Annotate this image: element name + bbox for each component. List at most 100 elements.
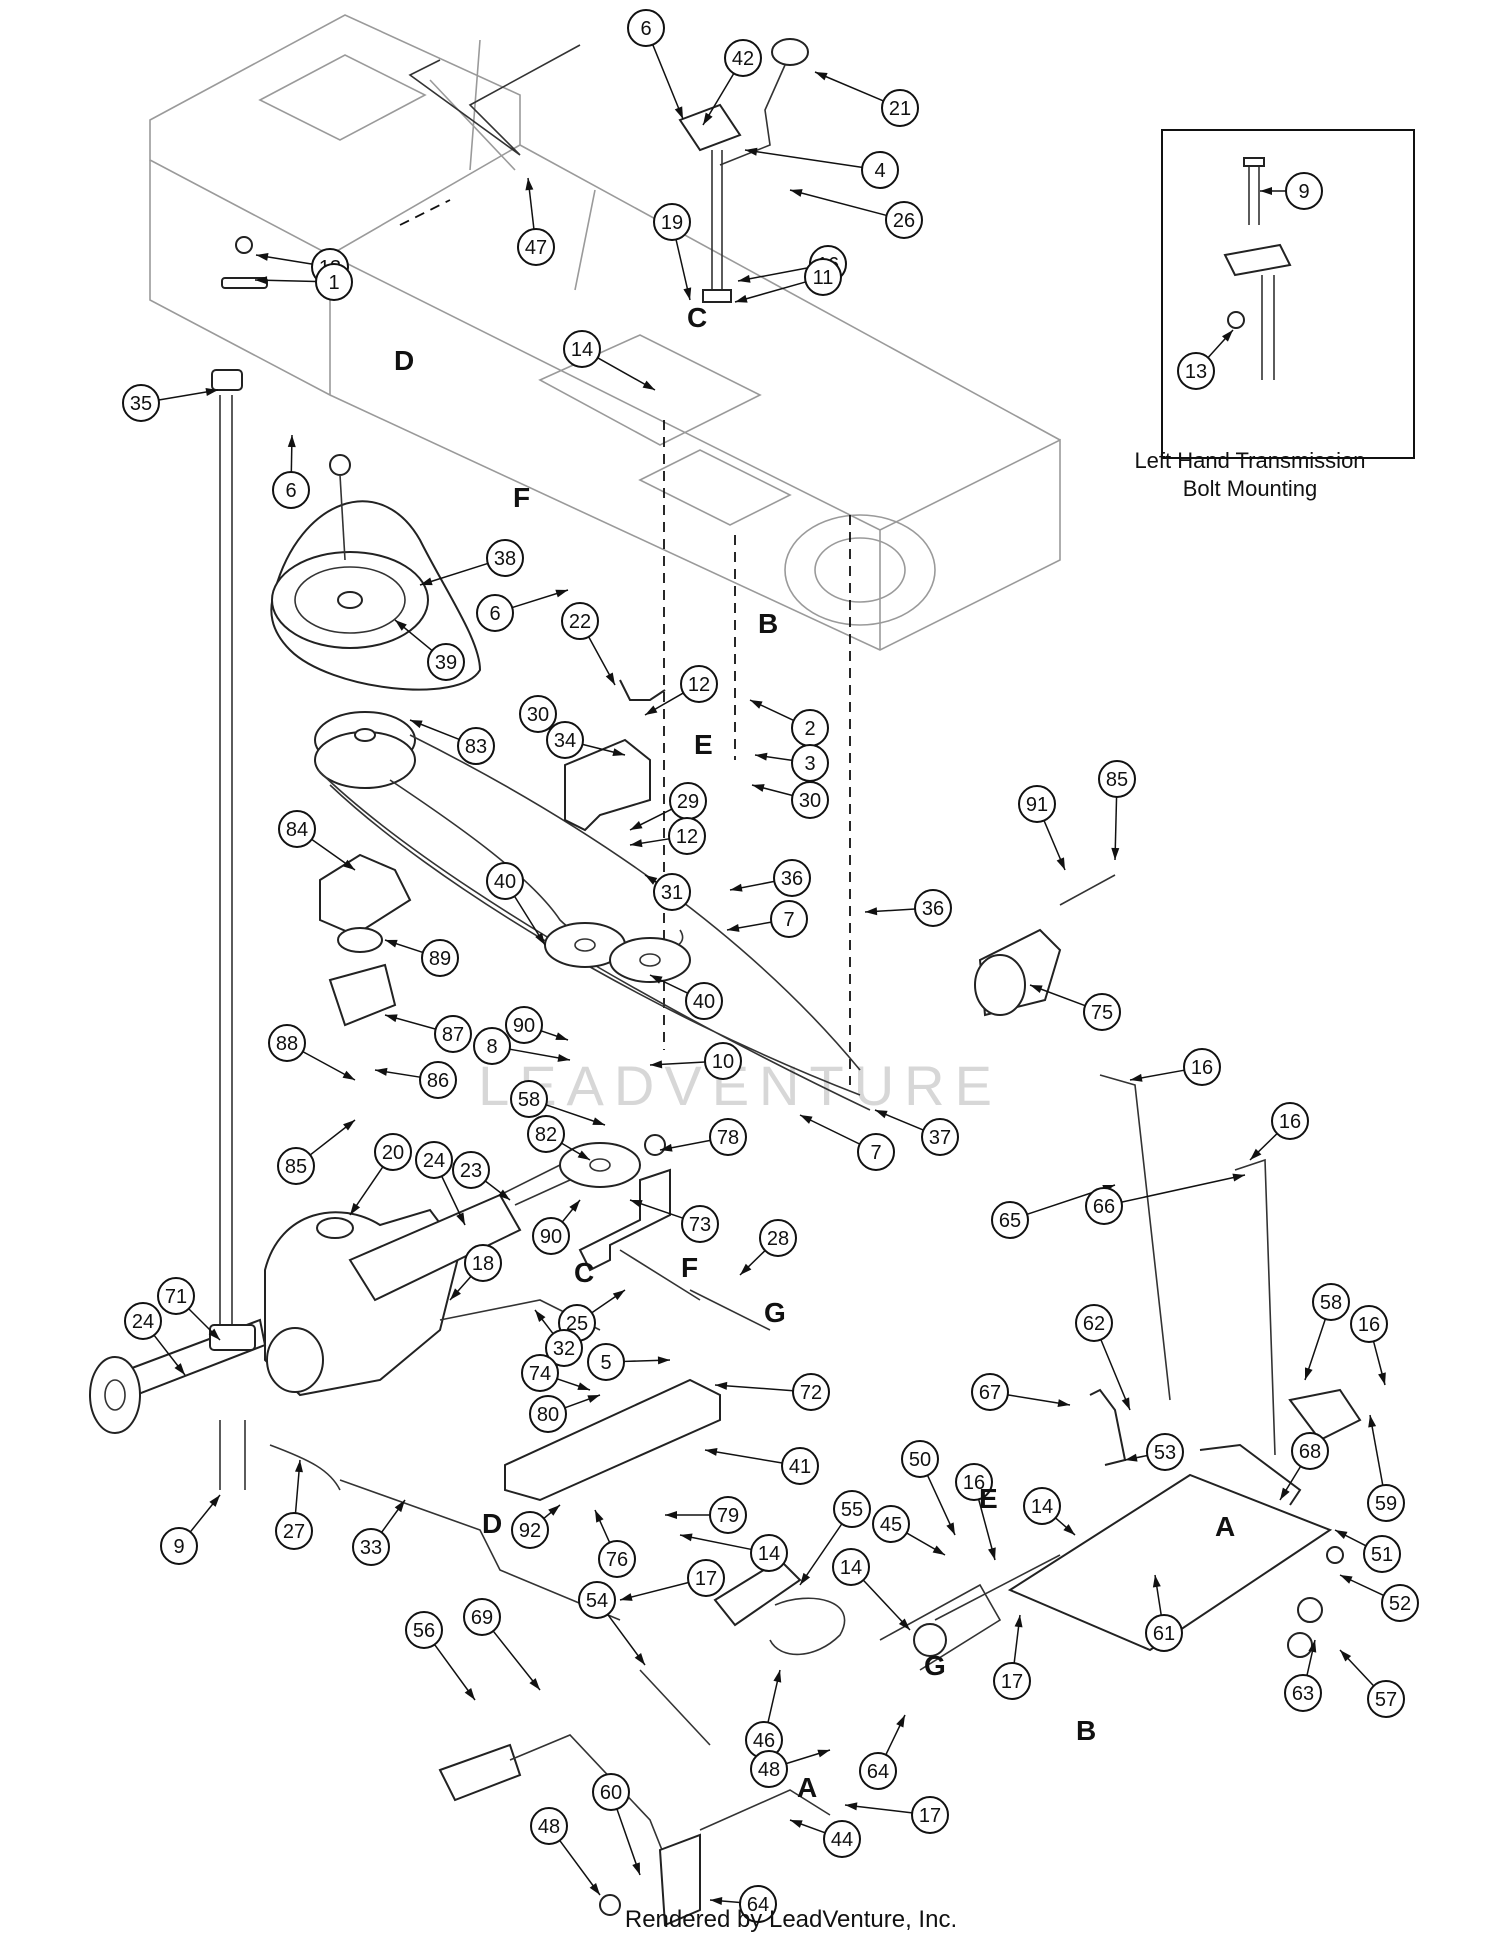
leader-arrowhead (464, 1687, 475, 1700)
frame-top-panel (149, 14, 521, 256)
callout-ring (1145, 1614, 1183, 1652)
callout-ring (519, 695, 557, 733)
callout-number: 72 (800, 1382, 822, 1404)
leader-arrowhead (557, 1053, 570, 1062)
spring-25 (619, 1249, 701, 1301)
callout-17: 17 (993, 1662, 1031, 1700)
leader-line (799, 1523, 843, 1586)
leader-arrowhead (577, 1150, 590, 1160)
callout-42: 42 (724, 39, 762, 77)
reference-letter-f: F (681, 1252, 698, 1283)
callout-2: 2 (791, 709, 829, 747)
callout-ring (914, 889, 952, 927)
leader-arrowhead (589, 1882, 600, 1895)
callout-18: 18 (464, 1244, 502, 1282)
callout-number: 34 (554, 730, 576, 752)
callout-88: 88 (268, 1024, 306, 1062)
callout-16: 16 (1350, 1305, 1388, 1343)
leader-arrowhead (715, 1381, 728, 1390)
callout-ring (653, 873, 691, 911)
callout-ring (687, 1559, 725, 1597)
hub-bolt (1059, 874, 1116, 906)
callout-ring (463, 1598, 501, 1636)
nut-52 (1297, 1597, 1323, 1623)
leader-arrowhead (1250, 1148, 1262, 1160)
callout-number: 21 (889, 98, 911, 120)
leader-line (737, 266, 811, 282)
mount-bracket-35 (211, 369, 243, 391)
callout-ring (464, 1244, 502, 1282)
rod-33 (339, 1479, 621, 1621)
wheel-hub-75 (974, 874, 1116, 1017)
callout-73: 73 (681, 1205, 719, 1243)
callout-ring (415, 1141, 453, 1179)
callout-ring (781, 1447, 819, 1485)
arm-68 (1199, 1443, 1302, 1506)
leader-arrowhead (612, 1290, 625, 1301)
callout-number: 90 (540, 1226, 562, 1248)
leader-arrowhead (845, 1802, 858, 1811)
leader-arrowhead (630, 1200, 643, 1208)
shift-bracket (678, 103, 742, 152)
bolt-9-pair (219, 1420, 246, 1490)
callout-number: 51 (1371, 1544, 1393, 1566)
leader-arrowhead (1125, 1453, 1138, 1462)
callout-ring (1367, 1484, 1405, 1522)
leader-arrowhead (612, 748, 625, 756)
leader-arrowhead (420, 577, 433, 586)
callout-39: 39 (427, 643, 465, 681)
leader-arrowhead (592, 1117, 605, 1125)
callout-number: 5 (600, 1352, 611, 1374)
callout-number: 48 (538, 1816, 560, 1838)
callout-number: 4 (874, 160, 885, 182)
washer-51 (1326, 1546, 1344, 1564)
leader-arrowhead (752, 784, 765, 792)
housing-87 (328, 963, 397, 1027)
callout-ring (857, 1133, 895, 1171)
callout-38: 38 (486, 539, 524, 577)
leader-arrowhead (456, 1212, 465, 1225)
leader-arrowhead (800, 1572, 811, 1585)
callout-number: 50 (909, 1449, 931, 1471)
pedal-pad-55 (713, 1558, 802, 1627)
pedal-mount-assembly (934, 1074, 1362, 1658)
lever-67 (1089, 1388, 1127, 1466)
leader-line (652, 44, 684, 120)
callout-86: 86 (419, 1061, 457, 1099)
callout-number: 16 (1279, 1111, 1301, 1133)
callout-90: 90 (505, 1006, 543, 1044)
callout-ring (473, 1027, 511, 1065)
callout-number: 91 (1026, 794, 1048, 816)
inset-plate (1223, 243, 1292, 277)
drive-belt-37-upper (409, 734, 861, 1071)
leader-arrowhead (1280, 1487, 1290, 1500)
callout-14: 14 (1023, 1487, 1061, 1525)
callout-ring (434, 1015, 472, 1053)
leader-arrowhead (1368, 1415, 1377, 1428)
callout-24: 24 (415, 1141, 453, 1179)
leader-arrowhead (946, 1522, 955, 1535)
callout-number: 71 (165, 1286, 187, 1308)
callout-number: 26 (893, 210, 915, 232)
leader-arrowhead (342, 859, 355, 870)
shift-lever-assembly (678, 38, 809, 303)
callout-45: 45 (872, 1505, 910, 1543)
leader-arrowhead (815, 72, 828, 81)
callout-number: 78 (717, 1127, 739, 1149)
callout-number: 80 (537, 1404, 559, 1426)
belt-40 (389, 779, 684, 953)
callout-ring (1285, 172, 1323, 210)
callout-ring (1083, 993, 1121, 1031)
callout-number: 45 (880, 1514, 902, 1536)
callout-number: 1 (328, 272, 339, 294)
callout-ring (527, 1115, 565, 1153)
bracket-73 (578, 1168, 671, 1272)
frame-assembly (149, 14, 1061, 651)
leader-arrowhead (1308, 1640, 1317, 1653)
callout-ring (1075, 1304, 1113, 1342)
callout-47: 47 (517, 228, 555, 266)
leader-arrowhead (1152, 1575, 1161, 1588)
leader-arrowhead (773, 1670, 782, 1683)
callout-ring (124, 1302, 162, 1340)
leader-arrowhead (605, 672, 615, 685)
